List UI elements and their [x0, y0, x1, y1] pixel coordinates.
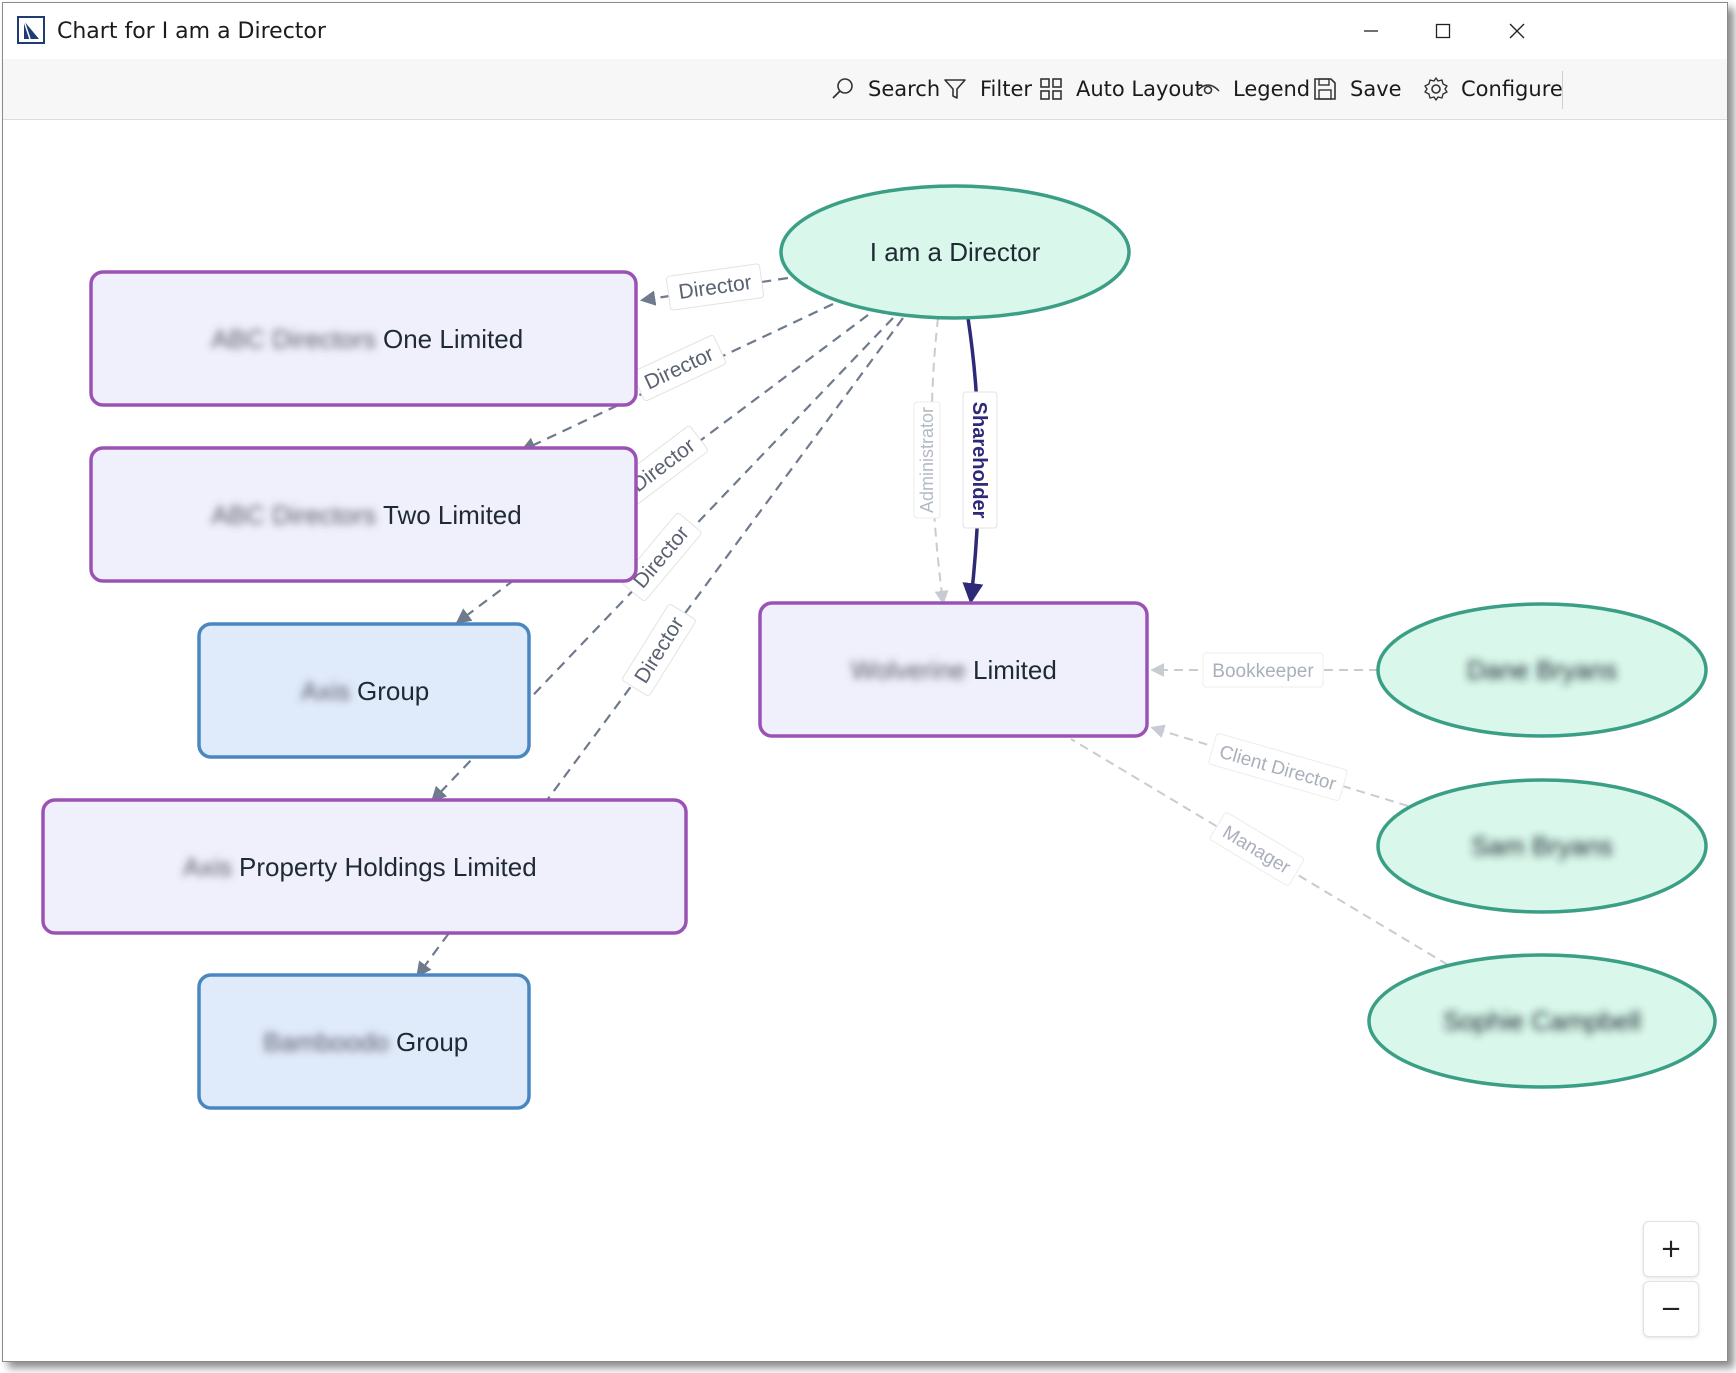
filter-button[interactable]: Filter [942, 71, 1032, 107]
node-label: Property Holdings Limited [239, 852, 537, 882]
legend-label: Legend [1233, 77, 1311, 101]
node-group-bamboodo[interactable]: Bamboodo Group [197, 973, 531, 1110]
node-group-axis[interactable]: Axis Group [197, 622, 531, 759]
node-company-two-limited[interactable]: ABC Directors Two Limited [89, 446, 638, 583]
legend-button[interactable]: Legend [1195, 71, 1310, 107]
zoom-out-button[interactable]: − [1643, 1281, 1699, 1337]
edge-label-text: Bookkeeper [1212, 661, 1314, 682]
node-company-wolverine-limited[interactable]: Wolverine Limited [758, 601, 1149, 738]
auto-layout-label: Auto Layout [1076, 77, 1203, 101]
node-company-axis-property-holdings[interactable]: Axis Property Holdings Limited [41, 798, 688, 935]
toolbar-divider [1562, 71, 1563, 109]
save-disk-icon [1314, 78, 1336, 100]
configure-label: Configure [1461, 77, 1563, 101]
edge-label-bookkeeper: Bookkeeper [1202, 652, 1324, 688]
node-label: Sophie Campbell [1443, 1006, 1641, 1036]
redacted-name: Bamboodo [263, 1027, 389, 1057]
toolbar: Search Filter Auto Layout Legend Save Co… [3, 59, 1727, 120]
edge-label-administrator: Administrator [913, 401, 941, 519]
close-icon [1509, 23, 1525, 39]
maximize-icon [1435, 23, 1451, 39]
minimize-button[interactable] [1341, 9, 1401, 53]
search-icon [832, 78, 853, 99]
redacted-name: ABC Directors [211, 324, 376, 354]
eye-icon [1196, 84, 1220, 95]
close-button[interactable] [1487, 9, 1547, 53]
filter-label: Filter [980, 77, 1033, 101]
node-label: Group [396, 1027, 468, 1057]
redacted-name: Axis [301, 676, 350, 706]
edge-label-text: Shareholder [968, 402, 990, 519]
node-person-sophie-campbell[interactable]: Sophie Campbell [1367, 953, 1717, 1089]
grid-layout-icon [1040, 78, 1062, 100]
node-person-sam-bryans[interactable]: Sam Bryans [1376, 778, 1708, 914]
edge-label-text: Administrator [917, 407, 937, 513]
redacted-name: Axis [183, 852, 232, 882]
node-company-one-limited[interactable]: ABC Directors One Limited [89, 270, 638, 407]
save-label: Save [1350, 77, 1402, 101]
node-label: Limited [973, 655, 1057, 685]
node-label: I am a Director [870, 237, 1041, 267]
configure-button[interactable]: Configure [1423, 71, 1563, 107]
node-label: Two Limited [383, 500, 522, 530]
auto-layout-button[interactable]: Auto Layout [1038, 71, 1203, 107]
node-label: Dane Bryans [1467, 655, 1617, 685]
node-person-dane-bryans[interactable]: Dane Bryans [1376, 602, 1708, 738]
gear-icon [1424, 77, 1448, 101]
window-title: Chart for I am a Director [57, 19, 326, 44]
maximize-button[interactable] [1413, 9, 1473, 53]
edge-label-shareholder: Shareholder [962, 391, 998, 529]
minus-icon: − [1660, 1294, 1682, 1324]
node-label: One Limited [383, 324, 523, 354]
redacted-name: ABC Directors [211, 500, 376, 530]
edge-label-director-5: Director [622, 603, 696, 697]
redacted-name: Wolverine [851, 655, 966, 685]
title-bar: Chart for I am a Director [3, 3, 1727, 59]
node-center-person[interactable]: I am a Director [779, 184, 1131, 320]
zoom-in-button[interactable]: + [1643, 1221, 1699, 1277]
edge-label-director-1: Director [665, 263, 765, 311]
search-button[interactable]: Search [830, 71, 940, 107]
edge-label-manager: Manager [1209, 812, 1305, 886]
search-label: Search [868, 77, 941, 101]
edge-label-director-2: Director [631, 334, 727, 402]
node-label: Sam Bryans [1471, 831, 1613, 861]
edge-manager[interactable] [1070, 738, 1449, 966]
edge-director-axis-property[interactable] [430, 317, 894, 803]
relationship-graph-canvas[interactable]: Director Director Director Director Dire… [3, 120, 1727, 1361]
minimize-icon [1364, 30, 1378, 32]
edge-label-client-director: Client Director [1208, 733, 1348, 801]
filter-icon [944, 79, 966, 99]
save-button[interactable]: Save [1312, 71, 1402, 107]
app-logo-icon [17, 16, 45, 44]
plus-icon: + [1660, 1234, 1682, 1264]
node-label: Group [357, 676, 429, 706]
